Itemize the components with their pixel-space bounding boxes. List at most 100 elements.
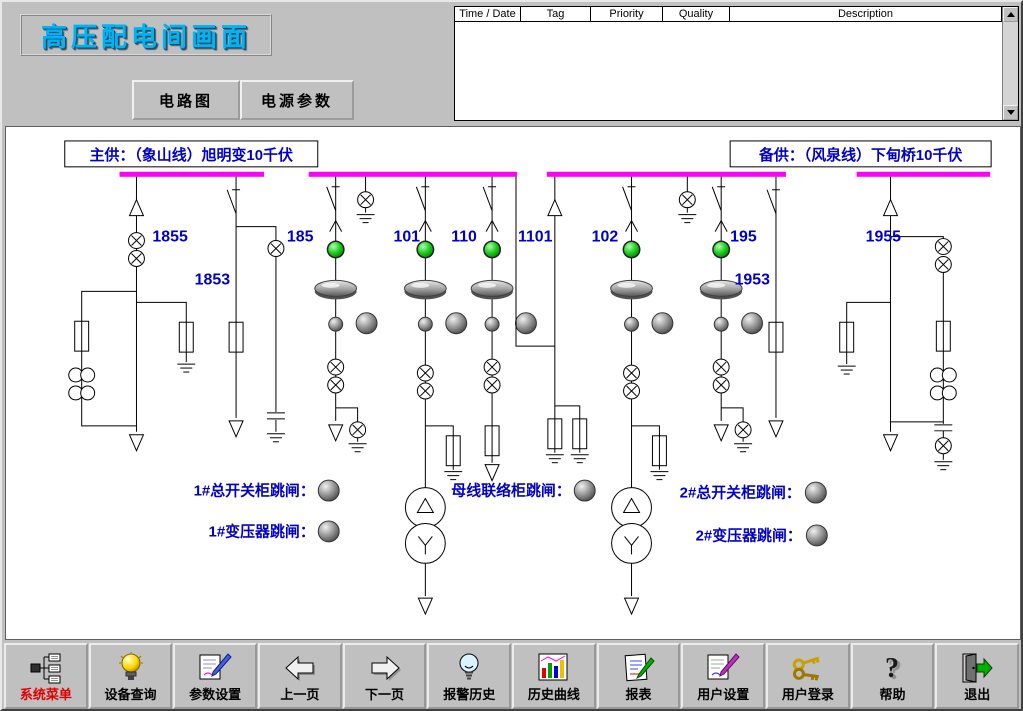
ground-symbol <box>356 214 376 224</box>
feeder-arrow <box>484 464 500 482</box>
toolbar-button-user-settings[interactable]: 用户设置 <box>681 643 766 709</box>
trip-lamp-bustie[interactable] <box>573 479 596 502</box>
toolbar-button-device-query[interactable]: 设备查询 <box>88 643 173 709</box>
ct-symbol <box>712 358 730 376</box>
alarm-history-icon <box>452 649 486 687</box>
contact-sphere <box>417 316 433 332</box>
feeder-102-wiring <box>631 176 660 597</box>
ct-symbol <box>623 382 641 400</box>
busbar-pt-tap-right <box>677 176 697 224</box>
fuse-symbol <box>572 418 588 450</box>
trip-lamp-main2[interactable] <box>804 481 827 504</box>
device-query-icon <box>114 649 148 687</box>
scroll-down-button[interactable] <box>1003 105 1018 120</box>
disconnector-symbol[interactable] <box>766 189 781 215</box>
breaker-102[interactable] <box>610 279 653 300</box>
lamp-185[interactable] <box>355 312 378 335</box>
backup-supply-text: 备供：（风泉线）下甸桥10千伏 <box>758 146 962 164</box>
feeder-label-1955: 1955 <box>866 229 902 246</box>
fuse-symbol <box>445 435 461 467</box>
toolbar-button-alarm-history[interactable]: 报警历史 <box>427 643 512 709</box>
trip-lamp-xfmr2[interactable] <box>805 524 828 547</box>
scroll-up-button[interactable] <box>1003 7 1018 22</box>
contact-sphere <box>484 316 500 332</box>
ct-symbol <box>712 376 730 394</box>
alarm-scrollbar[interactable] <box>1002 7 1018 120</box>
indicator-195[interactable] <box>712 240 731 259</box>
disconnector-symbol[interactable] <box>482 186 497 212</box>
fuse-symbol <box>484 425 500 457</box>
main-supply-text: 主供：（象山线）旭明变10千伏 <box>90 146 293 164</box>
toolbar-button-history-curve[interactable]: 历史曲线 <box>512 643 596 709</box>
bay-1953: 1953 <box>735 176 784 438</box>
arrow-up-icon <box>1006 12 1015 17</box>
lamp-110[interactable] <box>514 312 537 335</box>
trip-label-xfmr1: 1#变压器跳闸： <box>209 522 315 540</box>
feeder-arrow <box>417 597 433 615</box>
trip-lamp-main1[interactable] <box>317 479 340 502</box>
toolbar-button-param-settings[interactable]: 参数设置 <box>173 643 258 709</box>
disconnector-symbol[interactable] <box>415 186 430 212</box>
feeder-label-185: 185 <box>287 229 314 246</box>
ground-symbol <box>649 471 669 481</box>
disconnector-symbol[interactable] <box>226 189 241 215</box>
breaker-101[interactable] <box>403 279 447 300</box>
feeder-195-wiring <box>720 176 744 442</box>
main-supply-label: 主供：（象山线）旭明变10千伏 <box>64 140 319 168</box>
toolbar-button-help[interactable]: ? ? 帮助 <box>850 643 935 709</box>
disconnector-symbol[interactable] <box>622 186 637 212</box>
single-line-diagram: 主供：（象山线）旭明变10千伏 备供：（风泉线）下甸桥10千伏 1855 <box>5 126 1021 640</box>
lamp-102[interactable] <box>651 312 674 335</box>
ct-symbol <box>934 238 952 256</box>
ground-symbol <box>837 365 857 375</box>
indicator-102[interactable] <box>622 240 641 259</box>
lamp-101[interactable] <box>445 312 468 335</box>
breaker-185[interactable] <box>314 279 358 300</box>
toolbar-button-system-menu[interactable]: 系统菜单 <box>4 643 88 709</box>
ct-symbol <box>416 382 434 400</box>
feeder-label-101: 101 <box>393 229 420 246</box>
alarm-col-quality: Quality <box>663 7 730 21</box>
bay-1955: 1955 <box>837 176 957 471</box>
trip-label-main1: 1#总开关柜跳闸： <box>194 482 315 500</box>
report-icon <box>622 649 656 687</box>
circuit-diagram-button[interactable]: 电路图 <box>132 80 240 120</box>
toolbar-button-exit[interactable]: 退出 <box>935 643 1020 709</box>
alarm-col-priority: Priority <box>591 7 663 21</box>
indicator-110[interactable] <box>483 240 502 259</box>
arrester-symbol <box>734 421 752 439</box>
fuse-symbol <box>768 321 784 353</box>
feeder-arrow <box>713 424 729 442</box>
ct-symbol <box>483 358 501 376</box>
flow-arrow <box>128 199 144 217</box>
ground-symbol <box>933 461 953 471</box>
exit-icon <box>960 649 994 687</box>
screen-title: 高压配电间画面 <box>40 21 251 52</box>
disconnector-symbol[interactable] <box>326 186 341 212</box>
power-params-button[interactable]: 电源参数 <box>240 80 354 120</box>
busbar-pt-tap-left <box>356 176 376 224</box>
ct-symbol <box>416 364 434 382</box>
disconnector-symbol[interactable] <box>711 186 726 212</box>
toolbar-button-prev-page[interactable]: 上一页 <box>258 643 342 709</box>
toolbar-button-report[interactable]: 报表 <box>596 643 681 709</box>
feeder-label-1953: 1953 <box>735 271 771 288</box>
arrester-symbol <box>678 191 696 209</box>
backup-supply-label: 备供：（风泉线）下甸桥10千伏 <box>729 140 992 168</box>
alarm-col-time: Time / Date <box>455 7 521 21</box>
indicator-185[interactable] <box>326 240 345 259</box>
feeder-arrow <box>228 420 244 438</box>
screen-title-panel: 高压配电间画面 <box>20 14 272 56</box>
lamp-195[interactable] <box>741 312 764 335</box>
bay-1855-wiring <box>81 176 187 432</box>
breaker-110[interactable] <box>470 279 514 300</box>
arrester-symbol <box>357 191 375 209</box>
fuse-symbol <box>651 435 667 467</box>
ground-symbol <box>677 214 697 224</box>
toolbar-label: 设备查询 <box>104 687 157 703</box>
feeder-label-102: 102 <box>592 229 619 246</box>
feeder-101: 101 <box>393 176 468 615</box>
toolbar-button-user-login[interactable]: 用户登录 <box>766 643 850 709</box>
trip-lamp-xfmr1[interactable] <box>317 520 340 543</box>
toolbar-button-next-page[interactable]: 下一页 <box>342 643 427 709</box>
